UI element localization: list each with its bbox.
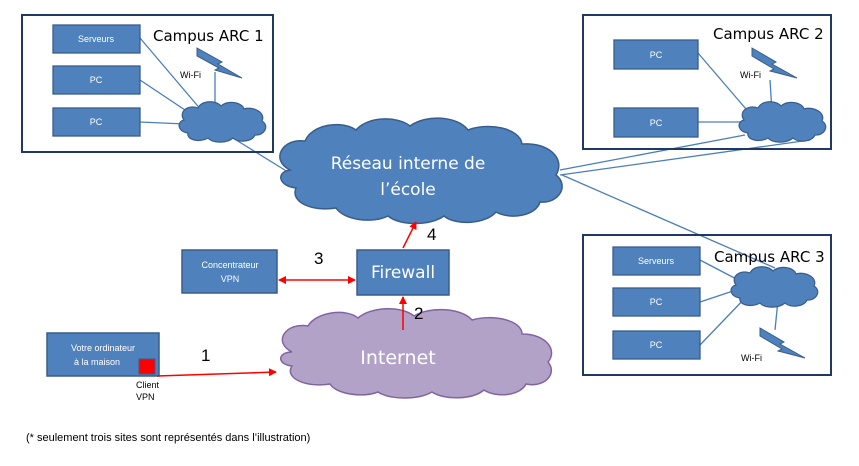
campus-3-pc2-label: PC — [650, 340, 663, 350]
internet-label: Internet — [360, 347, 435, 369]
vpn-concentrator-label-line1: Concentrateur — [201, 260, 258, 270]
campus-1-pc2-box — [52, 107, 141, 137]
campus-3-servers-box — [612, 246, 701, 276]
campus-3-pc2-box — [612, 330, 701, 360]
campus-2-pc1-label: PC — [650, 50, 663, 60]
campus-2-pc2-box — [613, 107, 699, 138]
campus-2-pc2-label: PC — [650, 118, 663, 128]
vpn-client-label-line2: VPN — [136, 392, 155, 402]
campus-1-cloud-icon — [178, 101, 267, 143]
campus-1-wifi-icon — [196, 47, 243, 79]
campus-2-wifi-label: Wi-Fi — [740, 70, 761, 80]
campus-3-wifi-label: Wi-Fi — [741, 353, 762, 363]
link-c1-servers-cloud — [139, 37, 209, 119]
link-c2-cloud-school-1 — [559, 134, 746, 171]
campus-2-pc1-box — [613, 39, 699, 70]
school-network-cloud-icon — [279, 117, 563, 225]
school-network-label-line1: Réseau interne de — [331, 154, 486, 174]
vpn-concentrator-label-line2: VPN — [221, 274, 240, 284]
campus-1-pc1-label: PC — [90, 75, 103, 85]
link-c2-pc1-cloud — [697, 52, 753, 117]
campus-1-title: Campus ARC 1 — [153, 27, 264, 45]
campus-3-title: Campus ARC 3 — [714, 248, 825, 266]
step-3-number: 3 — [314, 249, 323, 268]
campus-2-wifi-icon — [751, 47, 798, 79]
firewall-box — [356, 249, 450, 296]
link-c3-pc2-cloud — [699, 294, 749, 346]
internet-cloud-icon — [280, 308, 553, 399]
campus-1-pc2-label: PC — [90, 117, 103, 127]
home-computer-box — [46, 332, 160, 377]
campus-1-frame — [21, 14, 274, 153]
campus-2-frame — [582, 14, 832, 150]
vpn-client-label-line1: Client — [136, 380, 160, 390]
step-1-number: 1 — [201, 346, 210, 365]
link-c2-cloud-school-2 — [559, 139, 811, 176]
campus-1-wifi-label: Wi-Fi — [180, 70, 201, 80]
campus-2-cloud-icon — [738, 101, 827, 143]
campus-1-servers-label: Serveurs — [78, 34, 115, 44]
vpn-client-indicator — [138, 358, 156, 375]
campus-3-pc1-label: PC — [650, 297, 663, 307]
footnote: (* seulement trois sites sont représenté… — [26, 432, 310, 444]
campus-1-servers-box — [52, 24, 141, 54]
vpn-flow-arrows — [156, 221, 417, 377]
link-c3-cloud-school — [561, 174, 776, 269]
campus-3-frame — [582, 234, 832, 376]
link-c1-pc2-cloud — [139, 121, 186, 125]
school-network-label-line2: l’école — [380, 180, 436, 200]
home-computer-label-line2: à la maison — [74, 357, 120, 367]
arrow-step-4 — [402, 221, 417, 249]
firewall-label: Firewall — [371, 263, 435, 283]
step-2-number: 2 — [414, 304, 423, 323]
campus-3-pc1-box — [612, 287, 701, 317]
arrow-step-1 — [156, 368, 277, 377]
vpn-concentrator-box — [181, 249, 278, 294]
campus-3-wifi-icon — [759, 327, 806, 359]
campus-3-servers-label: Serveurs — [638, 256, 675, 266]
campus-3-cloud-icon — [730, 266, 819, 308]
campus-1-pc1-box — [52, 65, 141, 95]
home-computer-label-line1: Votre ordinateur — [71, 343, 135, 353]
campus-2-title: Campus ARC 2 — [713, 25, 824, 43]
step-4-number: 4 — [427, 225, 436, 244]
